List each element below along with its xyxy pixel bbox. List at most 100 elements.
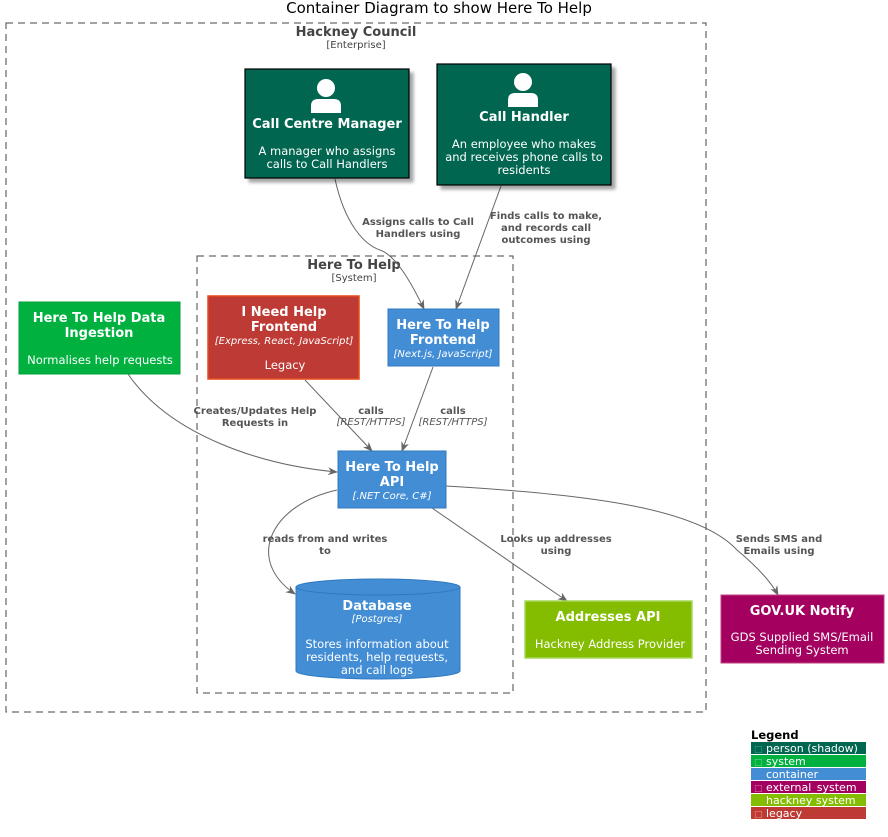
svg-text:GDS Supplied SMS/Email: GDS Supplied SMS/Email	[731, 630, 874, 644]
svg-text:residents: residents	[498, 163, 551, 177]
svg-text:Legacy: Legacy	[265, 358, 306, 372]
svg-text:I Need Help: I Need Help	[241, 305, 326, 320]
svg-text:Ingestion: Ingestion	[65, 326, 134, 341]
node-here-to-help-api[interactable]: Here To Help API [.NET Core, C#]	[337, 450, 447, 509]
legend-item-person: □ person (shadow)	[751, 742, 866, 755]
svg-text:system: system	[766, 755, 806, 768]
svg-text:outcomes using: outcomes using	[502, 235, 591, 246]
svg-text:Call Centre Manager: Call Centre Manager	[252, 117, 402, 132]
node-database[interactable]: Database [Postgres] Stores information a…	[295, 578, 461, 680]
svg-text:[REST/HTTPS]: [REST/HTTPS]	[418, 417, 487, 428]
svg-text:container: container	[766, 768, 819, 781]
svg-text:[REST/HTTPS]: [REST/HTTPS]	[336, 417, 405, 428]
node-addresses-api[interactable]: Addresses API Hackney Address Provider	[524, 600, 693, 659]
enterprise-boundary	[5, 22, 707, 713]
svg-text:Normalises help requests: Normalises help requests	[27, 353, 173, 367]
svg-text:Here To Help: Here To Help	[396, 318, 490, 333]
system-boundary-name: Here To Help	[307, 258, 401, 273]
legend-icon: □	[754, 784, 763, 794]
node-govuk-notify[interactable]: GOV.UK Notify GDS Supplied SMS/Email Sen…	[720, 594, 885, 664]
svg-text:calls: calls	[440, 406, 466, 417]
svg-text:Addresses API: Addresses API	[556, 610, 661, 625]
svg-text:Here To Help Data: Here To Help Data	[33, 311, 166, 326]
person-icon	[311, 79, 341, 113]
svg-text:person (shadow): person (shadow)	[766, 742, 858, 755]
edge-label-sends: Sends SMS and Emails using	[736, 534, 823, 557]
svg-text:API: API	[380, 475, 404, 490]
legend-icon: □	[754, 810, 763, 820]
svg-text:Creates/Updates Help: Creates/Updates Help	[194, 406, 317, 417]
svg-text:and records call: and records call	[501, 223, 591, 234]
svg-text:Sending System: Sending System	[755, 643, 848, 657]
system-boundary-type: [System]	[331, 273, 376, 284]
svg-text:and receives phone calls to: and receives phone calls to	[445, 150, 603, 164]
legend-item-container: container	[751, 768, 866, 781]
svg-text:Call Handler: Call Handler	[479, 110, 569, 125]
legend-item-hackney-system: hackney system	[751, 794, 866, 807]
edge-label-calls-legacy: calls [REST/HTTPS]	[336, 406, 405, 428]
svg-text:external_system: external_system	[766, 781, 857, 794]
edge-label-assigns: Assigns calls to Call Handlers using	[362, 217, 474, 240]
svg-text:[Express, React, JavaScript]: [Express, React, JavaScript]	[215, 336, 354, 347]
svg-text:Frontend: Frontend	[410, 333, 476, 348]
svg-text:Database: Database	[342, 599, 411, 614]
svg-text:Assigns calls to Call: Assigns calls to Call	[362, 217, 474, 228]
legend-item-system: □ system	[751, 755, 866, 768]
svg-text:Handlers using: Handlers using	[376, 229, 461, 240]
legend: Legend □ person (shadow) □ system contai…	[751, 728, 866, 820]
svg-text:Looks up addresses: Looks up addresses	[500, 534, 611, 545]
legend-item-external-system: □ external_system	[751, 781, 866, 794]
svg-text:Finds calls to make,: Finds calls to make,	[490, 211, 602, 222]
legend-icon: □	[754, 745, 763, 755]
svg-text:using: using	[541, 546, 572, 557]
edge-sends	[445, 485, 779, 596]
svg-text:to: to	[319, 546, 331, 557]
edge-calls-legacy	[304, 379, 373, 452]
legend-item-legacy: □ legacy	[751, 807, 866, 820]
svg-text:Here To Help: Here To Help	[345, 460, 439, 475]
svg-text:reads from and writes: reads from and writes	[263, 534, 388, 545]
edge-label-looks: Looks up addresses using	[500, 534, 611, 557]
svg-text:hackney system: hackney system	[766, 794, 856, 807]
node-call-handler[interactable]: Call Handler An employee who makes and r…	[436, 63, 612, 186]
edge-assigns	[334, 178, 425, 310]
edge-calls-frontend	[401, 366, 434, 452]
svg-text:Hackney Address Provider: Hackney Address Provider	[535, 637, 686, 651]
enterprise-boundary-type: [Enterprise]	[326, 40, 385, 51]
svg-text:and call logs: and call logs	[341, 663, 413, 677]
legend-icon: □	[754, 758, 763, 768]
edge-label-reads: reads from and writes to	[263, 534, 388, 557]
svg-text:Requests in: Requests in	[222, 418, 288, 429]
svg-text:[.NET Core, C#]: [.NET Core, C#]	[352, 491, 431, 502]
node-here-to-help-frontend[interactable]: Here To Help Frontend [Next.js, JavaScri…	[387, 308, 500, 367]
svg-text:Sends SMS and: Sends SMS and	[736, 534, 823, 545]
svg-text:Frontend: Frontend	[251, 320, 317, 335]
enterprise-boundary-name: Hackney Council	[296, 25, 417, 40]
svg-text:[Postgres]: [Postgres]	[352, 614, 403, 625]
edge-label-calls-frontend: calls [REST/HTTPS]	[418, 406, 487, 428]
node-data-ingestion[interactable]: Here To Help Data Ingestion Normalises h…	[18, 301, 181, 375]
edge-finds	[455, 185, 502, 310]
svg-text:A manager who assigns: A manager who assigns	[258, 144, 395, 158]
node-ineedhelp-frontend[interactable]: I Need Help Frontend [Express, React, Ja…	[207, 295, 360, 380]
edge-label-creates: Creates/Updates Help Requests in	[194, 406, 317, 429]
svg-text:calls to Call Handlers: calls to Call Handlers	[266, 157, 387, 171]
svg-text:calls: calls	[358, 406, 384, 417]
person-icon	[508, 73, 538, 107]
edge-looks	[431, 507, 568, 602]
svg-text:GOV.UK Notify: GOV.UK Notify	[750, 604, 855, 619]
svg-text:Emails using: Emails using	[743, 546, 814, 557]
svg-text:[Next.js, JavaScript]: [Next.js, JavaScript]	[394, 349, 493, 360]
edge-creates	[127, 373, 338, 476]
svg-text:legacy: legacy	[766, 807, 803, 820]
svg-text:Stores information about: Stores information about	[305, 637, 449, 651]
edge-reads	[268, 489, 338, 595]
diagram-title: Container Diagram to show Here To Help	[286, 0, 592, 17]
system-boundary	[196, 255, 514, 694]
edge-label-finds: Finds calls to make, and records call ou…	[490, 211, 602, 246]
svg-text:residents, help requests,: residents, help requests,	[306, 650, 448, 664]
node-call-centre-manager[interactable]: Call Centre Manager A manager who assign…	[244, 68, 410, 179]
svg-text:An employee who makes: An employee who makes	[452, 137, 596, 151]
legend-title: Legend	[751, 728, 799, 742]
